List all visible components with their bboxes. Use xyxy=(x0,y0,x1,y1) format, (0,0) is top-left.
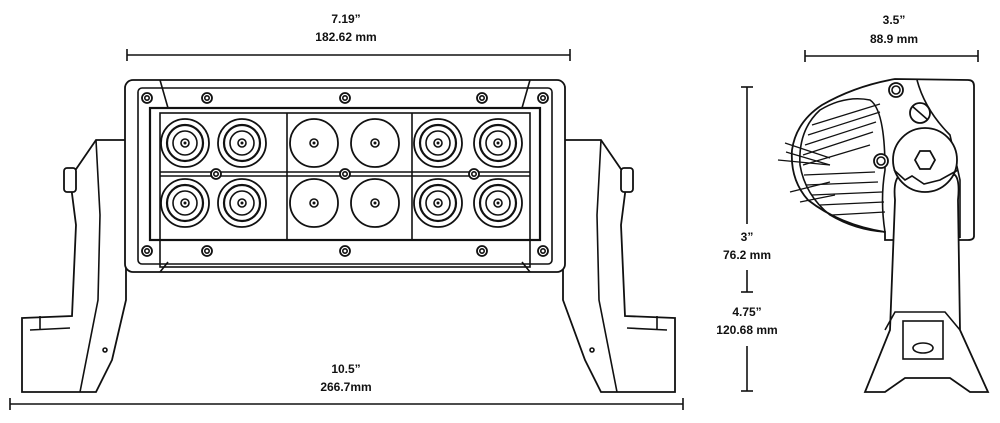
overall-width-inches: 10.5” xyxy=(331,362,360,376)
led-lens-icon xyxy=(413,178,463,228)
screw-icon xyxy=(537,245,549,257)
housing-screws xyxy=(141,92,549,257)
screw-icon xyxy=(141,245,153,257)
face-width-mm: 182.62 mm xyxy=(315,30,376,44)
led-lens-icon xyxy=(289,118,339,168)
led-array xyxy=(160,118,523,228)
front-view xyxy=(21,79,676,393)
screw-icon xyxy=(339,168,351,180)
body-height-inches: 3” xyxy=(741,230,754,244)
led-lens-icon xyxy=(413,118,463,168)
side-view xyxy=(777,78,990,393)
led-lens-icon xyxy=(289,178,339,228)
overall-width-mm: 266.7mm xyxy=(320,380,371,394)
led-lens-icon xyxy=(160,118,210,168)
screw-icon xyxy=(537,92,549,104)
overall-width-line xyxy=(9,398,684,410)
right-bracket xyxy=(562,139,676,393)
left-bracket xyxy=(21,139,127,393)
screw-icon xyxy=(201,92,213,104)
led-lens-icon xyxy=(473,178,523,228)
screw-icon xyxy=(476,245,488,257)
body-height-mm: 76.2 mm xyxy=(723,248,771,262)
overall-height-mm: 120.68 mm xyxy=(716,323,777,337)
led-lens-icon xyxy=(160,178,210,228)
led-lens-icon xyxy=(473,118,523,168)
face-width-line xyxy=(126,49,571,61)
height-lines xyxy=(741,86,753,392)
screw-icon xyxy=(141,92,153,104)
depth-inches: 3.5” xyxy=(883,13,906,27)
led-lens-icon xyxy=(350,178,400,228)
depth-mm: 88.9 mm xyxy=(870,32,918,46)
depth-line xyxy=(804,50,979,62)
face-width-inches: 7.19” xyxy=(331,12,360,26)
led-lens-icon xyxy=(217,178,267,228)
led-lens-icon xyxy=(350,118,400,168)
screw-icon xyxy=(468,168,480,180)
screw-icon xyxy=(339,245,351,257)
overall-height-inches: 4.75” xyxy=(732,305,761,319)
led-lens-icon xyxy=(217,118,267,168)
screw-icon xyxy=(339,92,351,104)
screw-icon xyxy=(201,245,213,257)
screw-icon xyxy=(210,168,222,180)
screw-icon xyxy=(476,92,488,104)
